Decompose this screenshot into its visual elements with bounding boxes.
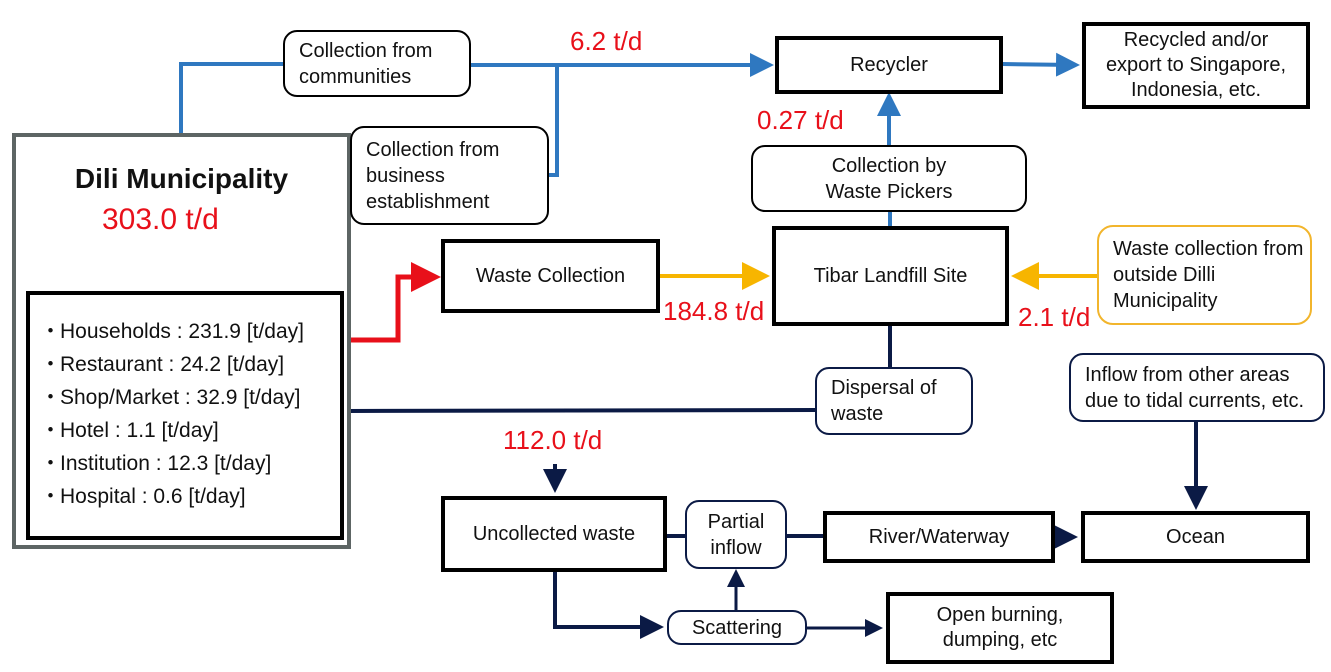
link-recycler-export [1001,52,1080,77]
collection-communities-node: Collection from communities [283,30,471,97]
link-business-recycler [548,65,559,177]
municipality-title: Dili Municipality [74,163,289,194]
waste-pickers-node: Collection by Waste Pickers [751,145,1027,212]
source-item: ・Institution : 12.3 [t/day] [40,452,272,475]
flow-label-uncollected: 112.0 t/d [503,425,603,455]
link-muni-collection [348,262,441,343]
collection-business-node: Collection from business establishment [350,126,549,225]
municipality-total: 303.0 t/d [102,203,219,236]
waste-sources-list: ・Households : 231.9 [t/day] ・Restaurant … [26,291,344,540]
municipality-box: Dili Municipality 303.0 t/d ・Households … [12,133,351,549]
source-item: ・Hospital : 0.6 [t/day] [40,485,246,508]
open-burning-node: Open burning, dumping, etc [886,592,1114,664]
partial-inflow-node: Partial inflow [685,500,787,569]
source-item: ・Restaurant : 24.2 [t/day] [40,353,285,376]
outside-collection-node: Waste collection from outside Dilli Muni… [1097,225,1312,325]
source-item: ・Hotel : 1.1 [t/day] [40,419,219,442]
tibar-landfill-node: Tibar Landfill Site [772,226,1009,326]
ocean-node: Ocean [1081,511,1310,563]
waste-collection-node: Waste Collection [441,239,660,313]
dispersal-node: Dispersal of waste [815,367,973,435]
inflow-other-areas-node: Inflow from other areas due to tidal cur… [1069,353,1325,422]
flow-label-outside-landfill: 2.1 t/d [1018,302,1091,332]
flow-label-pickers-recycler: 0.27 t/d [757,105,844,135]
source-item: ・Shop/Market : 32.9 [t/day] [40,386,301,409]
link-uncollected-scattering [553,570,664,639]
link-muni-communities [179,62,284,135]
source-item: ・Households : 231.9 [t/day] [40,320,304,343]
river-waterway-node: River/Waterway [823,511,1055,563]
recycler-node: Recycler [775,36,1003,94]
flow-label-collected-landfill: 184.8 t/d [663,296,765,326]
uncollected-waste-node: Uncollected waste [441,496,667,572]
flow-label-to-recycler: 6.2 t/d [570,26,643,56]
recycled-export-node: Recycled and/or export to Singapore, Ind… [1082,22,1310,109]
scattering-node: Scattering [667,610,807,645]
link-muni-dispersal [347,408,817,413]
